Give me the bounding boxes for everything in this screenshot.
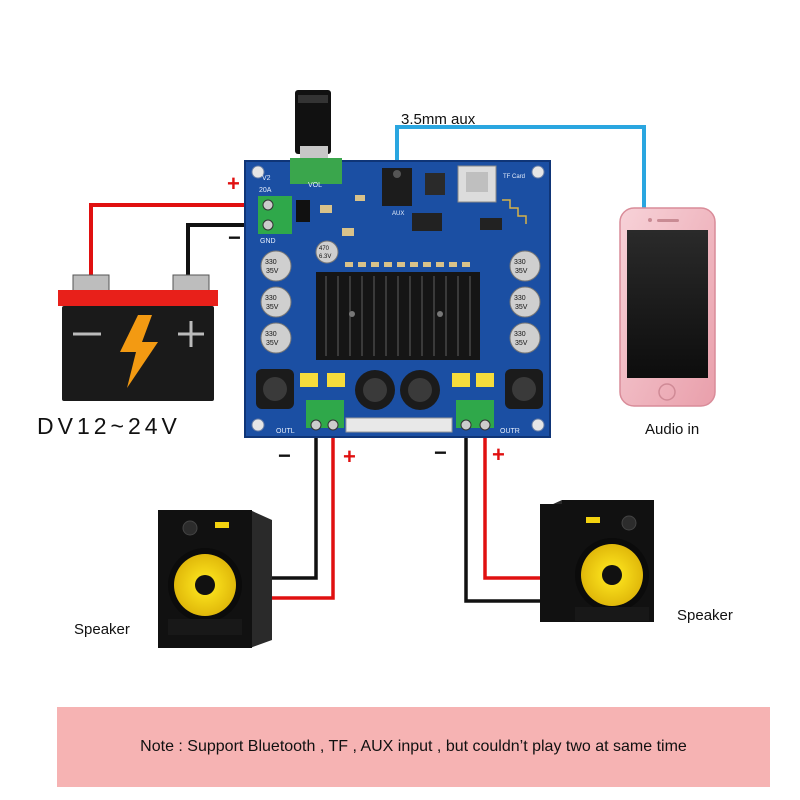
svg-text:330: 330 <box>265 259 277 266</box>
capacitor-left-3: 330 35V <box>260 322 292 354</box>
left-minus-sign: − <box>278 443 291 468</box>
left-speaker <box>158 510 272 648</box>
wires <box>89 125 646 603</box>
svg-text:330: 330 <box>514 331 526 338</box>
inductor-2 <box>355 370 395 410</box>
capacitor-right-3: 330 35V <box>509 322 541 354</box>
svg-text:35V: 35V <box>515 340 528 347</box>
left-plus-sign: + <box>343 444 356 469</box>
tf-card-label: TF Card <box>503 174 525 180</box>
svg-text:35V: 35V <box>266 304 279 311</box>
svg-text:330: 330 <box>265 331 277 338</box>
battery-negative-wire <box>186 223 268 278</box>
svg-text:330: 330 <box>265 295 277 302</box>
svg-text:330: 330 <box>514 295 526 302</box>
audio-in-label: Audio in <box>645 421 699 438</box>
svg-text:35V: 35V <box>515 304 528 311</box>
power-terminal <box>258 196 292 234</box>
capacitor-right-2: 330 35V <box>509 286 541 318</box>
volume-knob <box>290 90 342 184</box>
inductor-4 <box>505 369 543 409</box>
v2-label: V2 <box>262 175 271 182</box>
heatsink <box>316 272 480 360</box>
right-output-terminal <box>456 400 494 431</box>
lightning-bolt-icon <box>120 315 158 388</box>
capacitor-left-2: 330 35V <box>260 286 292 318</box>
capacitor-left-1: 330 35V <box>260 250 292 282</box>
battery-voltage-label: DV12~24V <box>37 413 181 439</box>
svg-text:35V: 35V <box>266 340 279 347</box>
capacitor-right-1: 330 35V <box>509 250 541 282</box>
note-text: Note : Support Bluetooth , TF , AUX inpu… <box>140 738 687 755</box>
capacitor-small: 470 6.3V <box>315 240 339 264</box>
right-speaker <box>540 500 654 622</box>
left-speaker-positive-wire <box>270 428 335 600</box>
left-speaker-label: Speaker <box>74 621 130 638</box>
outr-label: OUTR <box>500 428 520 435</box>
svg-text:330: 330 <box>514 259 526 266</box>
aux-board-label: AUX <box>392 211 404 217</box>
battery <box>58 274 218 401</box>
right-speaker-positive-wire <box>483 428 540 580</box>
right-plus-sign: + <box>492 442 505 467</box>
battery-positive-wire <box>89 203 268 278</box>
aux-jack <box>382 168 412 206</box>
inductor-3 <box>400 370 440 410</box>
input-plus-sign: + <box>227 171 240 196</box>
vol-label: VOL <box>308 182 322 189</box>
left-speaker-negative-wire <box>270 428 318 580</box>
phone <box>619 207 716 407</box>
amplifier-board: VOL V2 20A GND AUX TF Card <box>244 90 551 438</box>
svg-text:35V: 35V <box>266 268 279 275</box>
right-speaker-label: Speaker <box>677 607 733 624</box>
inductor-1 <box>256 369 294 409</box>
right-minus-sign: − <box>434 440 447 465</box>
battery-plus-icon <box>178 321 204 347</box>
svg-text:35V: 35V <box>515 268 528 275</box>
gnd-label: GND <box>260 238 276 245</box>
note-box <box>57 707 770 787</box>
svg-text:6.3V: 6.3V <box>319 254 331 260</box>
left-output-terminal <box>306 400 344 431</box>
outl-label: OUTL <box>276 428 295 435</box>
amp-20a-label: 20A <box>259 187 272 194</box>
aux-cable <box>395 125 646 212</box>
right-speaker-negative-wire <box>464 428 540 603</box>
svg-text:470: 470 <box>319 246 330 252</box>
input-minus-sign: − <box>228 225 241 250</box>
aux-cable-label: 3.5mm aux <box>401 111 476 128</box>
